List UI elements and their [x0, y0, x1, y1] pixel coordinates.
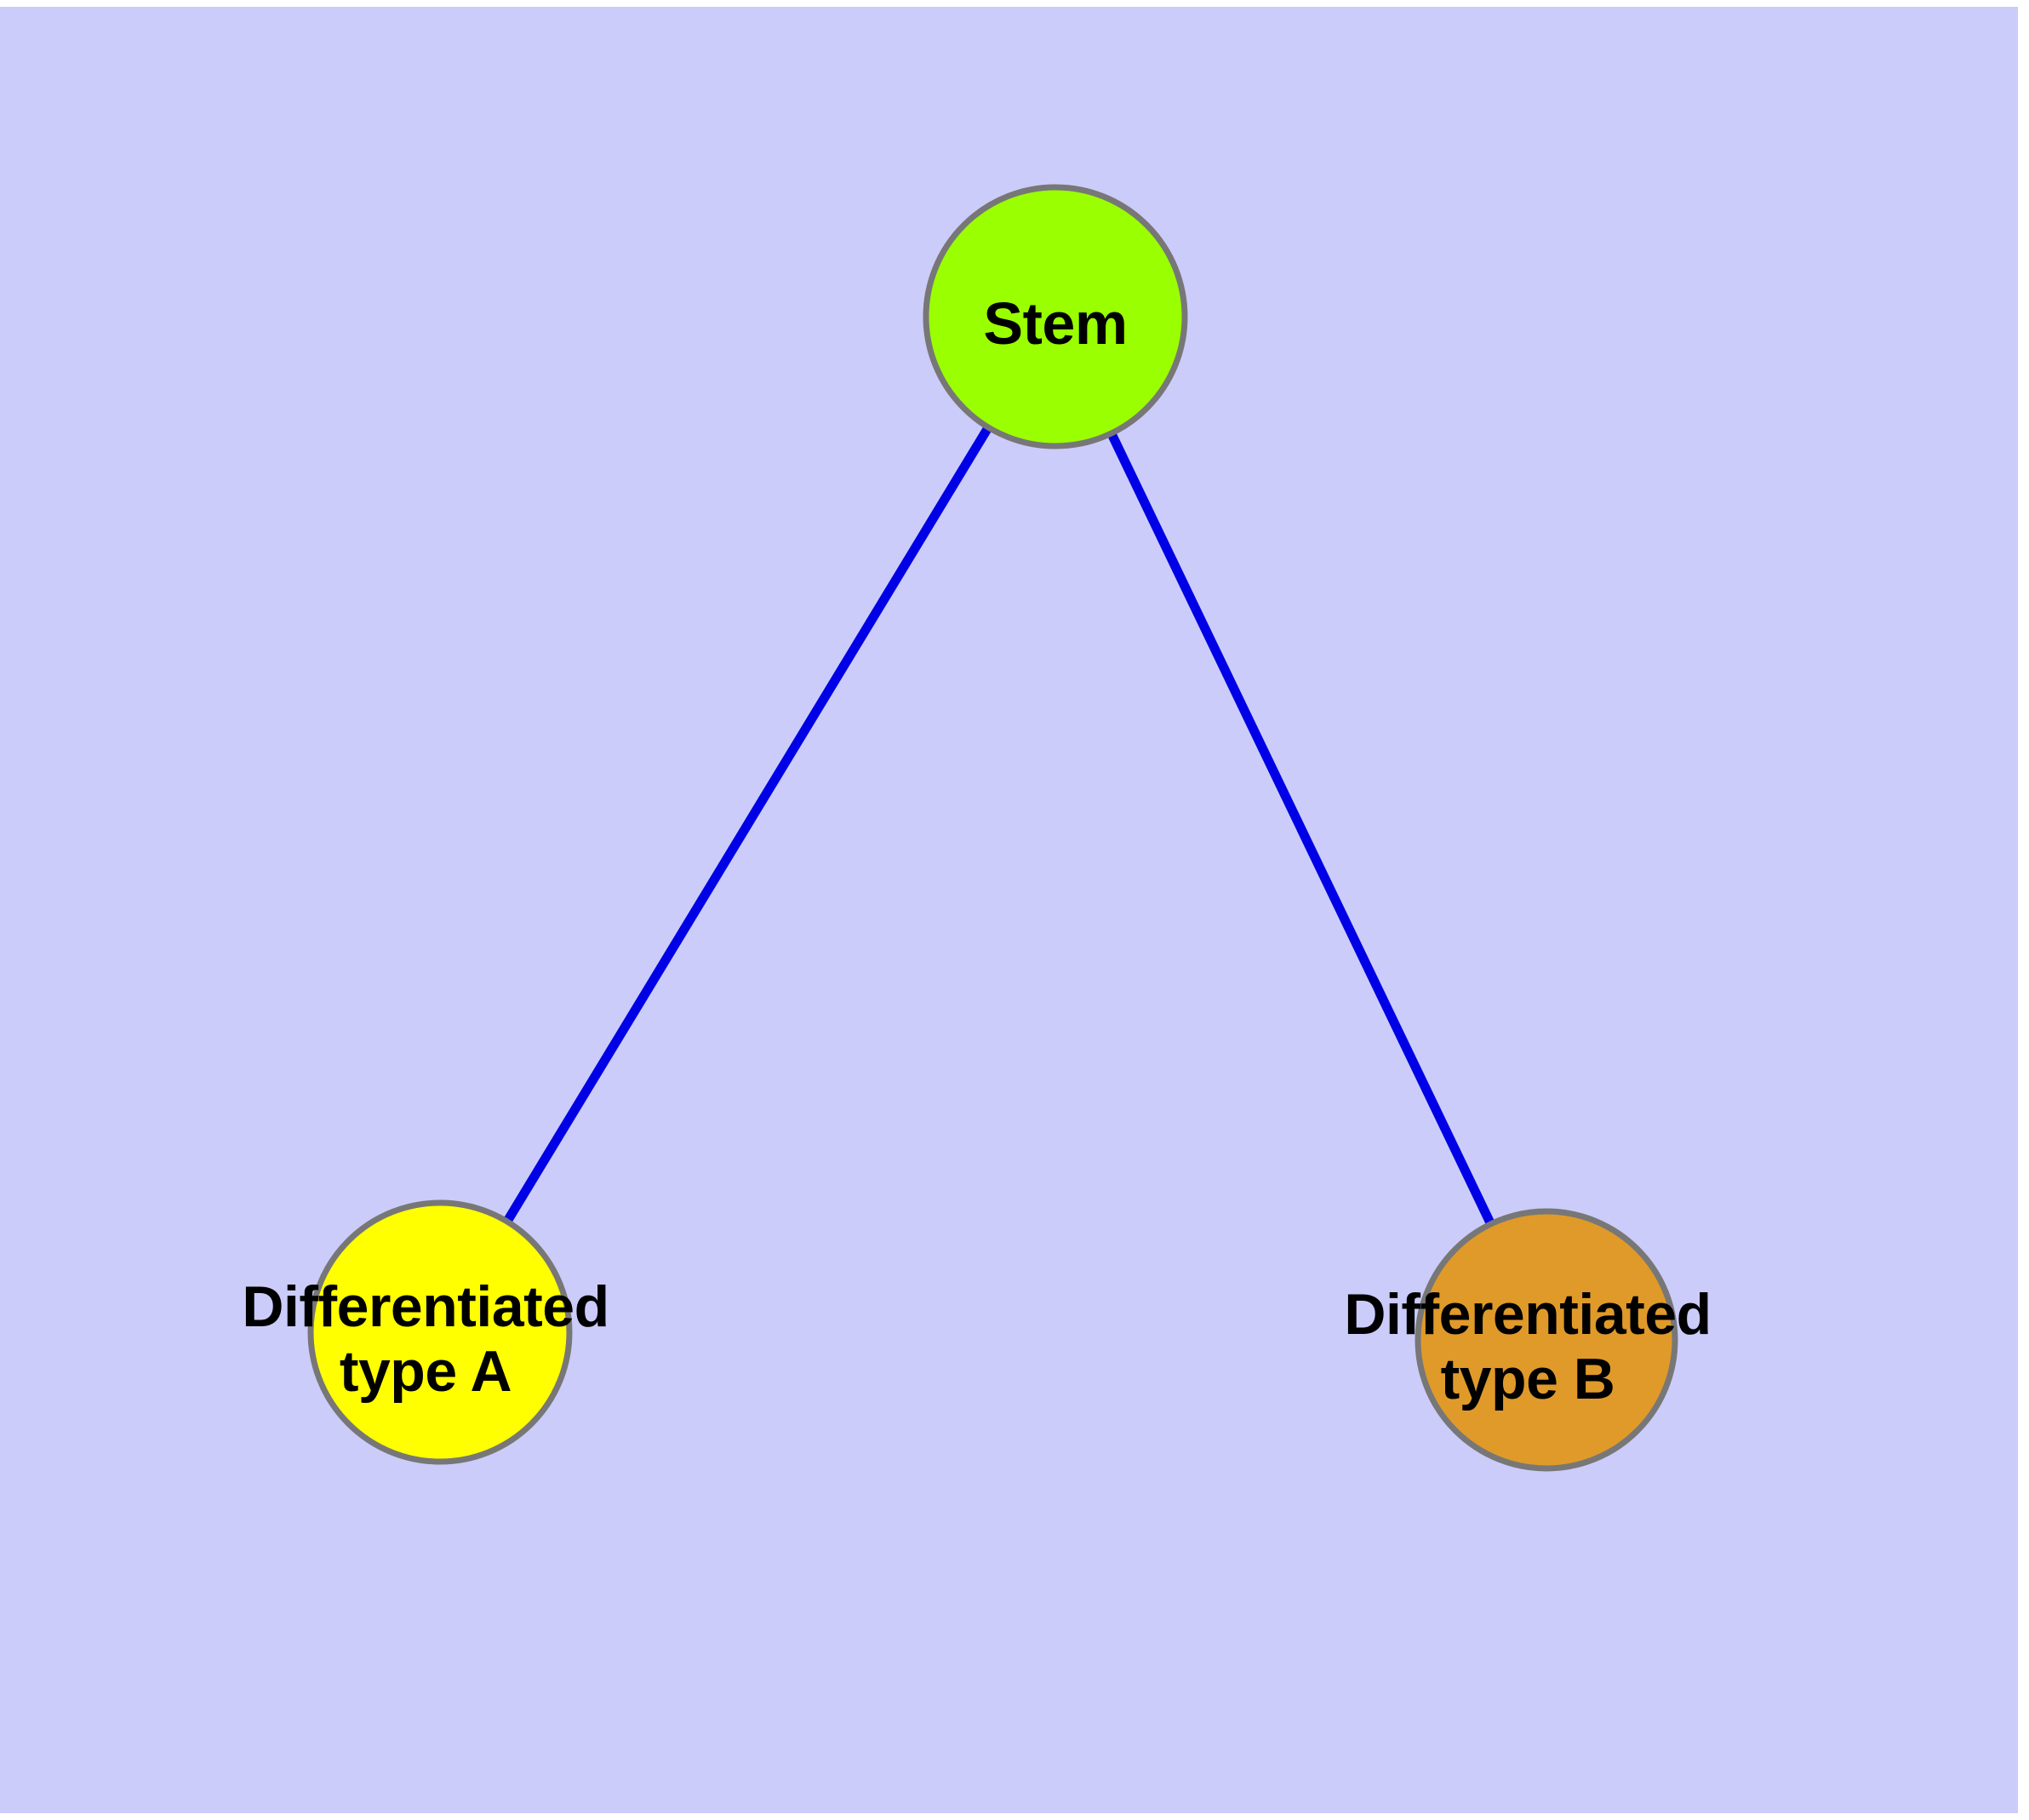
node-differentiated-type-a[interactable]	[307, 1199, 573, 1465]
node-stem[interactable]	[923, 184, 1188, 449]
edge-stem-diff-a	[436, 314, 1060, 1335]
node-differentiated-type-b[interactable]	[1415, 1208, 1678, 1472]
edge-stem-diff-b	[1051, 314, 1551, 1342]
diagram-plot-area: Stem Differentiated type A Differentiate…	[0, 7, 2018, 1813]
cell-differentiation-graph	[307, 184, 1678, 1472]
edge-layer	[436, 314, 1551, 1342]
node-layer	[307, 184, 1678, 1472]
